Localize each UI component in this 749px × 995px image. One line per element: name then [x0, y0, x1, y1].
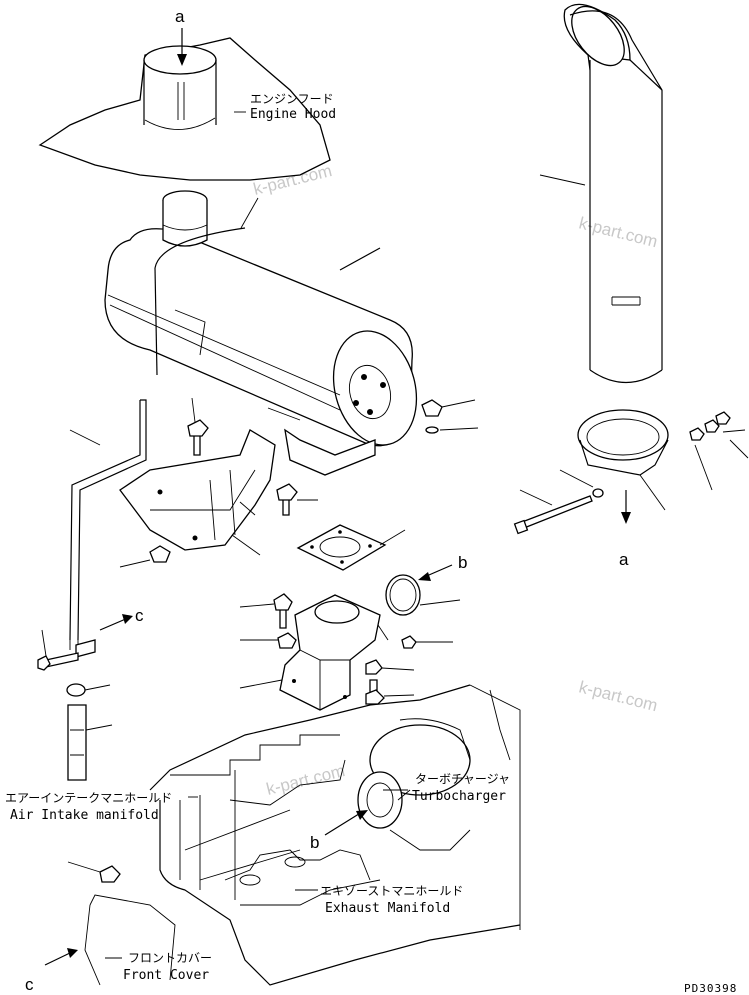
muffler-nuts: [421, 399, 479, 434]
engine-block: [149, 684, 521, 986]
air-intake-label: エアーインテークマニホールド Air Intake manifold: [5, 791, 198, 823]
svg-text:ターボチャージャ: ターボチャージャ: [415, 772, 510, 786]
reference-arrow-b-turbo: b: [310, 810, 368, 852]
svg-text:b: b: [310, 833, 319, 852]
muffler-gasket: [296, 524, 406, 571]
reference-arrow-b-right: b: [418, 553, 467, 581]
clamp-bolt: [513, 469, 604, 535]
turbocharger-label: ターボチャージャ Turbocharger: [383, 772, 510, 804]
svg-text:a: a: [619, 550, 629, 569]
svg-text:c: c: [135, 606, 144, 625]
drawing-code: PD30398: [684, 982, 737, 995]
svg-text:Exhaust Manifold: Exhaust Manifold: [325, 901, 450, 916]
clamp-nuts: [689, 411, 749, 491]
watermark: k-part.com: [577, 677, 660, 715]
front-cover-label: フロントカバー Front Cover: [105, 951, 212, 983]
reference-arrow-a-bottom: a: [619, 490, 631, 569]
svg-text:b: b: [458, 553, 467, 572]
svg-text:エアーインテークマニホールド: エアーインテークマニホールド: [5, 791, 172, 805]
svg-text:エキゾーストマニホールド: エキゾーストマニホールド: [320, 884, 463, 898]
exhaust-manifold-label: エキゾーストマニホールド Exhaust Manifold: [295, 884, 463, 916]
svg-text:フロントカバー: フロントカバー: [128, 951, 212, 965]
exhaust-adapter: [239, 593, 453, 711]
muffler-bracket: [119, 397, 318, 568]
exhaust-stack-pipe: [539, 3, 663, 384]
reference-arrow-c-bottom: c: [25, 948, 78, 994]
front-cover: [67, 861, 176, 986]
air-intake-tube: [37, 399, 147, 781]
svg-text:エンジンフード: エンジンフード: [250, 92, 334, 106]
svg-text:Front Cover: Front Cover: [123, 968, 209, 983]
engine-hood-label: エンジンフード Engine Hood: [234, 92, 336, 122]
reference-arrow-a-top: a: [175, 7, 187, 66]
reference-arrow-c-left: c: [99, 606, 144, 631]
muffler: [104, 190, 418, 476]
svg-text:c: c: [25, 975, 34, 994]
turbocharger: [357, 718, 471, 851]
svg-text:Engine Hood: Engine Hood: [250, 107, 336, 122]
engine-hood-part: [38, 37, 331, 181]
svg-text:Air Intake manifold: Air Intake manifold: [10, 808, 159, 823]
watermark: k-part.com: [264, 761, 347, 799]
svg-text:Turbocharger: Turbocharger: [412, 789, 506, 804]
stack-clamp: [577, 409, 669, 511]
seal-ring: [385, 574, 461, 616]
svg-text:a: a: [175, 7, 185, 26]
